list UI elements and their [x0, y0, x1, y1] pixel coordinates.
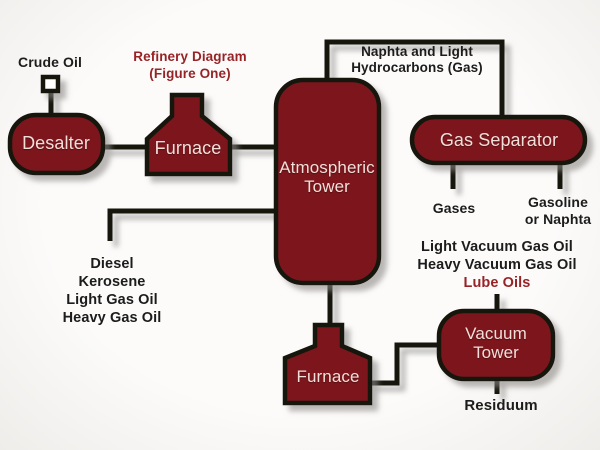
- furnace-top-node: [144, 92, 233, 177]
- atmospheric-tower-node: [273, 77, 382, 286]
- furnace-bottom-node: [282, 322, 373, 406]
- naphta-gas-label: Naphta and Light Hydrocarbons (Gas): [351, 44, 483, 75]
- gasoline-line2: or Naphta: [524, 211, 592, 227]
- gasoline-naphta-label: Gasoline or Naphta: [525, 194, 591, 228]
- diagram-title: Refinery Diagram (Figure One): [133, 49, 246, 82]
- vacuum-cuts-label: Light Vacuum Gas Oil Heavy Vacuum Gas Oi…: [417, 238, 576, 292]
- cut-heavy-vacuum-gas-oil: Heavy Vacuum Gas Oil: [417, 257, 577, 273]
- crude-oil-source-icon: [40, 74, 61, 94]
- naphta-line1: Naphta and Light: [361, 44, 473, 59]
- cut-diesel: Diesel: [90, 256, 134, 272]
- desalter-label: Desalter: [22, 133, 90, 153]
- gases-label: Gases: [432, 200, 476, 216]
- atmospheric-tower-line2: Tower: [304, 177, 350, 196]
- cut-light-gas-oil: Light Gas Oil: [66, 292, 158, 308]
- atmospheric-tower-label: Atmospheric Tower: [279, 158, 375, 196]
- crude-oil-label: Crude Oil: [18, 54, 82, 70]
- pipe-tower-to-separator: [324, 39, 505, 116]
- cut-kerosene: Kerosene: [78, 274, 146, 290]
- cut-heavy-gas-oil: Heavy Gas Oil: [62, 310, 162, 326]
- gas-separator-label: Gas Separator: [439, 130, 559, 150]
- desalter-node: [7, 112, 106, 176]
- vacuum-tower-node: [436, 308, 556, 382]
- lube-oils-label: Lube Oils: [463, 275, 531, 291]
- vacuum-tower-label: Vacuum Tower: [465, 324, 527, 362]
- pipe-furnace2-to-vacuum: [370, 342, 440, 386]
- atmospheric-cuts-label: Diesel Kerosene Light Gas Oil Heavy Gas …: [63, 255, 162, 327]
- pipe-tower-sidecuts: [107, 208, 277, 241]
- gas-separator-node: [409, 114, 588, 166]
- vacuum-tower-line2: Tower: [473, 343, 519, 362]
- furnace-top-label: Furnace: [154, 138, 222, 158]
- cut-light-vacuum-gas-oil: Light Vacuum Gas Oil: [421, 239, 573, 255]
- title-line1: Refinery Diagram: [133, 49, 247, 64]
- vacuum-tower-line1: Vacuum: [465, 324, 527, 343]
- furnace-bottom-label: Furnace: [296, 367, 360, 386]
- title-line2: (Figure One): [149, 65, 231, 81]
- residuum-label: Residuum: [464, 397, 538, 414]
- gasoline-line1: Gasoline: [528, 194, 588, 210]
- naphta-line2: Hydrocarbons (Gas): [351, 59, 483, 75]
- atmospheric-tower-line1: Atmospheric: [279, 158, 375, 177]
